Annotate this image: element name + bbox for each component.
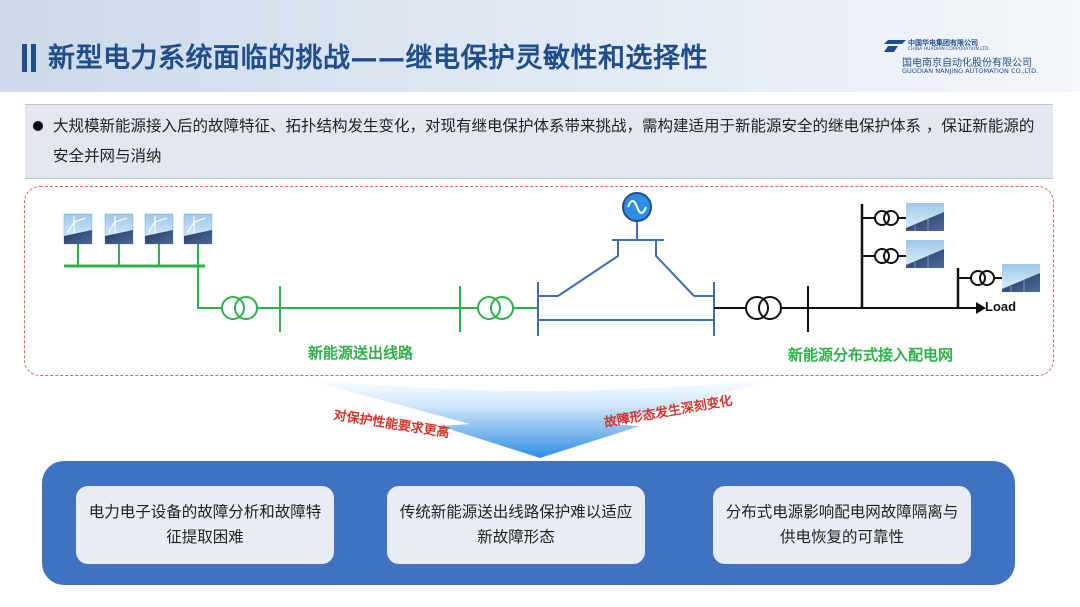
title-accent-bar bbox=[31, 44, 36, 72]
header-banner bbox=[0, 0, 1080, 92]
challenge-card: 电力电子设备的故障分析和故障特征提取困难 bbox=[76, 486, 334, 564]
generator-icon bbox=[622, 192, 652, 222]
page-title: 新型电力系统面临的挑战——继电保护灵敏性和选择性 bbox=[48, 43, 708, 74]
challenge-card: 分布式电源影响配电网故障隔离与供电恢复的可靠性 bbox=[713, 486, 971, 564]
distribution-network bbox=[714, 204, 1002, 332]
challenge-text: 分布式电源影响配电网故障隔离与供电恢复的可靠性 bbox=[725, 503, 959, 546]
right-network-label: 新能源分布式接入配电网 bbox=[788, 346, 954, 364]
challenge-card: 传统新能源送出线路保护难以适应新故障形态 bbox=[387, 486, 645, 564]
solar-panel-icon bbox=[1002, 264, 1040, 292]
intro-text: 大规模新能源接入后的故障特征、拓扑结构发生变化，对现有继电保护体系带来挑战，需构… bbox=[53, 117, 1035, 165]
renewable-plant-icon bbox=[63, 213, 93, 245]
load-arrow-icon bbox=[976, 302, 986, 314]
bullet-dot-icon bbox=[33, 121, 43, 131]
intro-box bbox=[25, 104, 1053, 179]
challenge-text: 传统新能源送出线路保护难以适应新故障形态 bbox=[399, 503, 633, 546]
renewable-transmission-network bbox=[64, 244, 538, 332]
company-logo: 中国华电集团有限公司 CHINA HUADIAN CORPORATION LTD… bbox=[878, 38, 1068, 78]
logo-mark-icon bbox=[884, 40, 906, 52]
solar-panel-icon bbox=[906, 203, 944, 231]
grid-network bbox=[537, 222, 715, 336]
left-network-label: 新能源送出线路 bbox=[308, 344, 414, 362]
logo-company-en: GUODIAN NANJING AUTOMATION CO.,LTD. bbox=[902, 67, 1039, 75]
converging-arrow bbox=[300, 378, 780, 458]
load-label: Load bbox=[985, 299, 1017, 314]
solar-panel-icon bbox=[906, 240, 944, 268]
logo-company-cn: 国电南京自动化股份有限公司 bbox=[902, 58, 1032, 69]
logo-group-cn: 中国华电集团有限公司 bbox=[908, 39, 978, 47]
renewable-plant-icon bbox=[144, 213, 174, 245]
challenge-text: 电力电子设备的故障分析和故障特征提取困难 bbox=[88, 503, 322, 546]
renewable-plant-icon bbox=[104, 213, 134, 245]
title-accent-bar bbox=[22, 44, 27, 72]
renewable-plant-icon bbox=[183, 213, 213, 245]
logo-group-en: CHINA HUADIAN CORPORATION LTD. bbox=[908, 47, 990, 52]
network-diagram-frame bbox=[24, 186, 1054, 376]
